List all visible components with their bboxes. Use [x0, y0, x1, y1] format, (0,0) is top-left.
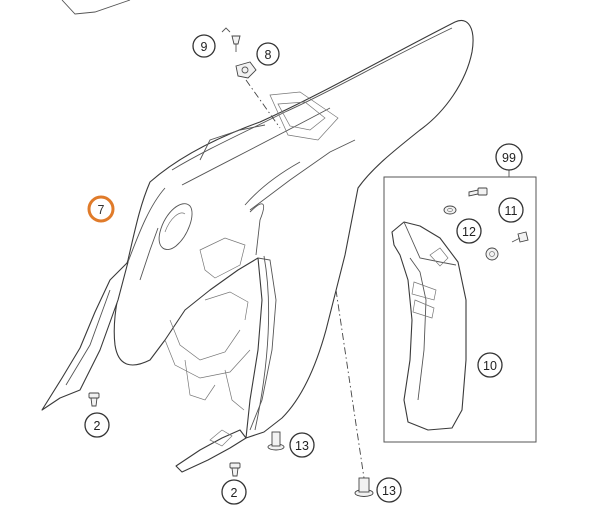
- callout-13-lower-label: 13: [382, 484, 396, 498]
- kit-box: [383, 176, 537, 443]
- callout-7-label: 7: [98, 203, 105, 217]
- fender-vent-hole: [158, 203, 193, 250]
- callout-13-upper-label: 13: [295, 439, 309, 453]
- callout-2-lower[interactable]: 2: [221, 479, 247, 505]
- callout-12[interactable]: 12: [456, 218, 482, 244]
- callout-2-left[interactable]: 2: [84, 412, 110, 438]
- callout-9[interactable]: 9: [192, 34, 216, 58]
- callout-2-left-label: 2: [94, 419, 101, 433]
- callout-8-label: 8: [265, 48, 272, 62]
- washers-12: [443, 205, 499, 261]
- callout-99-label: 99: [502, 151, 516, 165]
- callout-2-lower-label: 2: [231, 486, 238, 500]
- callout-8[interactable]: 8: [256, 42, 280, 66]
- callout-13-upper[interactable]: 13: [289, 432, 315, 458]
- bolt-2-lower: [229, 462, 241, 477]
- callout-10[interactable]: 10: [477, 352, 503, 378]
- bolt-13-upper: [267, 431, 285, 451]
- callout-11-label: 11: [505, 204, 518, 218]
- license-plate-holder: [391, 221, 467, 431]
- rear-fender-assembly: [41, 20, 474, 473]
- bolt-2-left: [88, 392, 100, 407]
- callout-10-label: 10: [483, 359, 497, 373]
- callout-13-lower[interactable]: 13: [376, 477, 402, 503]
- bolt-11: [468, 187, 529, 243]
- callout-7[interactable]: 7: [87, 195, 115, 223]
- top-fasteners: [221, 27, 281, 129]
- callout-11[interactable]: 11: [498, 197, 524, 223]
- rear-fender-body: [113, 20, 474, 439]
- callout-99[interactable]: 99: [495, 143, 523, 171]
- screw-9: [231, 35, 241, 45]
- bolt-13-lower: [354, 477, 374, 497]
- clip-8: [235, 61, 257, 79]
- callout-9-label: 9: [201, 40, 208, 54]
- upper-part-fragment: [61, 0, 131, 15]
- callout-12-label: 12: [462, 225, 476, 239]
